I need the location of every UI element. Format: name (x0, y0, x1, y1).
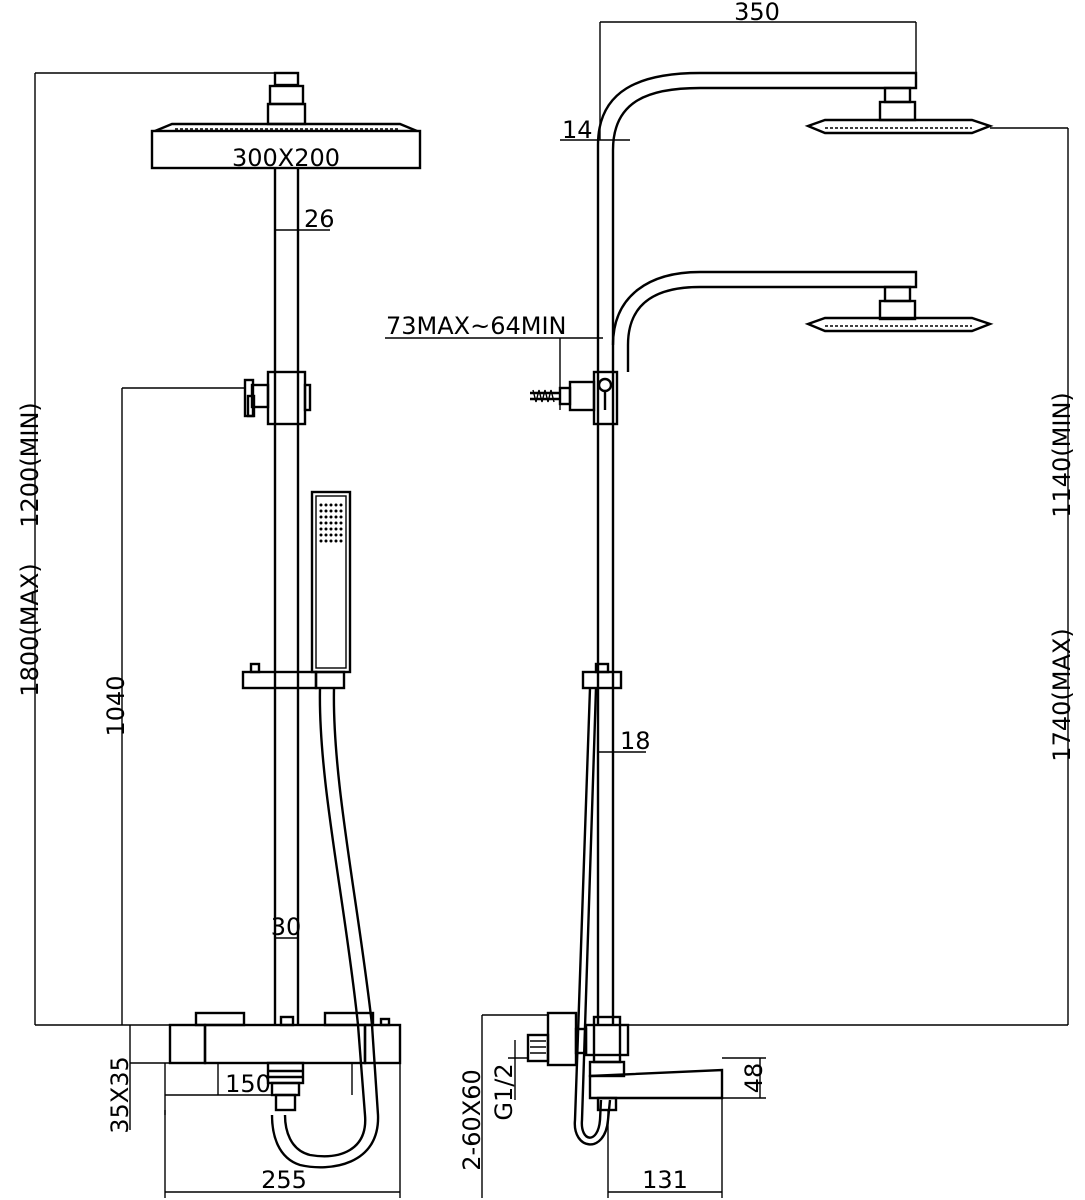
hose-front (270, 687, 380, 1169)
hand-shower-front (310, 490, 352, 674)
label-pipe-top: 26 (304, 205, 335, 233)
label-rod-diameter: 18 (620, 727, 651, 755)
slider-side (581, 662, 623, 690)
upper-arm-side (560, 71, 918, 1025)
label-pipe-lower: 30 (271, 913, 302, 941)
label-height-max-front: 1800(MAX) (16, 563, 44, 696)
label-arm-reach: 350 (734, 0, 780, 26)
base-side (481, 1011, 630, 1198)
lower-arm-side (611, 270, 994, 372)
label-height-min-front: 1200(MIN) (16, 402, 44, 528)
label-spout-height: 48 (740, 1063, 768, 1094)
label-flange: 2-60X60 (458, 1069, 486, 1170)
rain-head-front (150, 122, 422, 170)
label-block-section: 35X35 (106, 1056, 134, 1134)
side-view: 350 14 73MAX~64MIN 1140(MIN) 1740(MAX) 1… (385, 0, 1076, 1198)
front-view: 300X200 26 1200(MIN) 1800(MAX) 1040 30 1… (16, 71, 422, 1198)
upper-head-side (804, 86, 1068, 135)
label-thread: G1/2 (490, 1063, 518, 1120)
label-valve-height: 1040 (102, 675, 130, 736)
label-wall-offset: 73MAX~64MIN (386, 312, 567, 340)
label-centers: 150 (225, 1070, 271, 1098)
spout-side (588, 1057, 766, 1198)
thermostat-bar-front (168, 1011, 402, 1112)
label-arm-offset: 14 (562, 116, 593, 144)
diverter-front (243, 370, 312, 426)
label-spout-length: 131 (642, 1166, 688, 1194)
label-height-min-side: 1140(MIN) (1048, 392, 1076, 518)
label-head-size: 300X200 (232, 144, 340, 172)
front-dimensions (34, 73, 401, 1198)
diverter-side (530, 370, 619, 426)
label-height-max-side: 1740(MAX) (1048, 628, 1076, 761)
label-overall-width: 255 (261, 1166, 307, 1194)
